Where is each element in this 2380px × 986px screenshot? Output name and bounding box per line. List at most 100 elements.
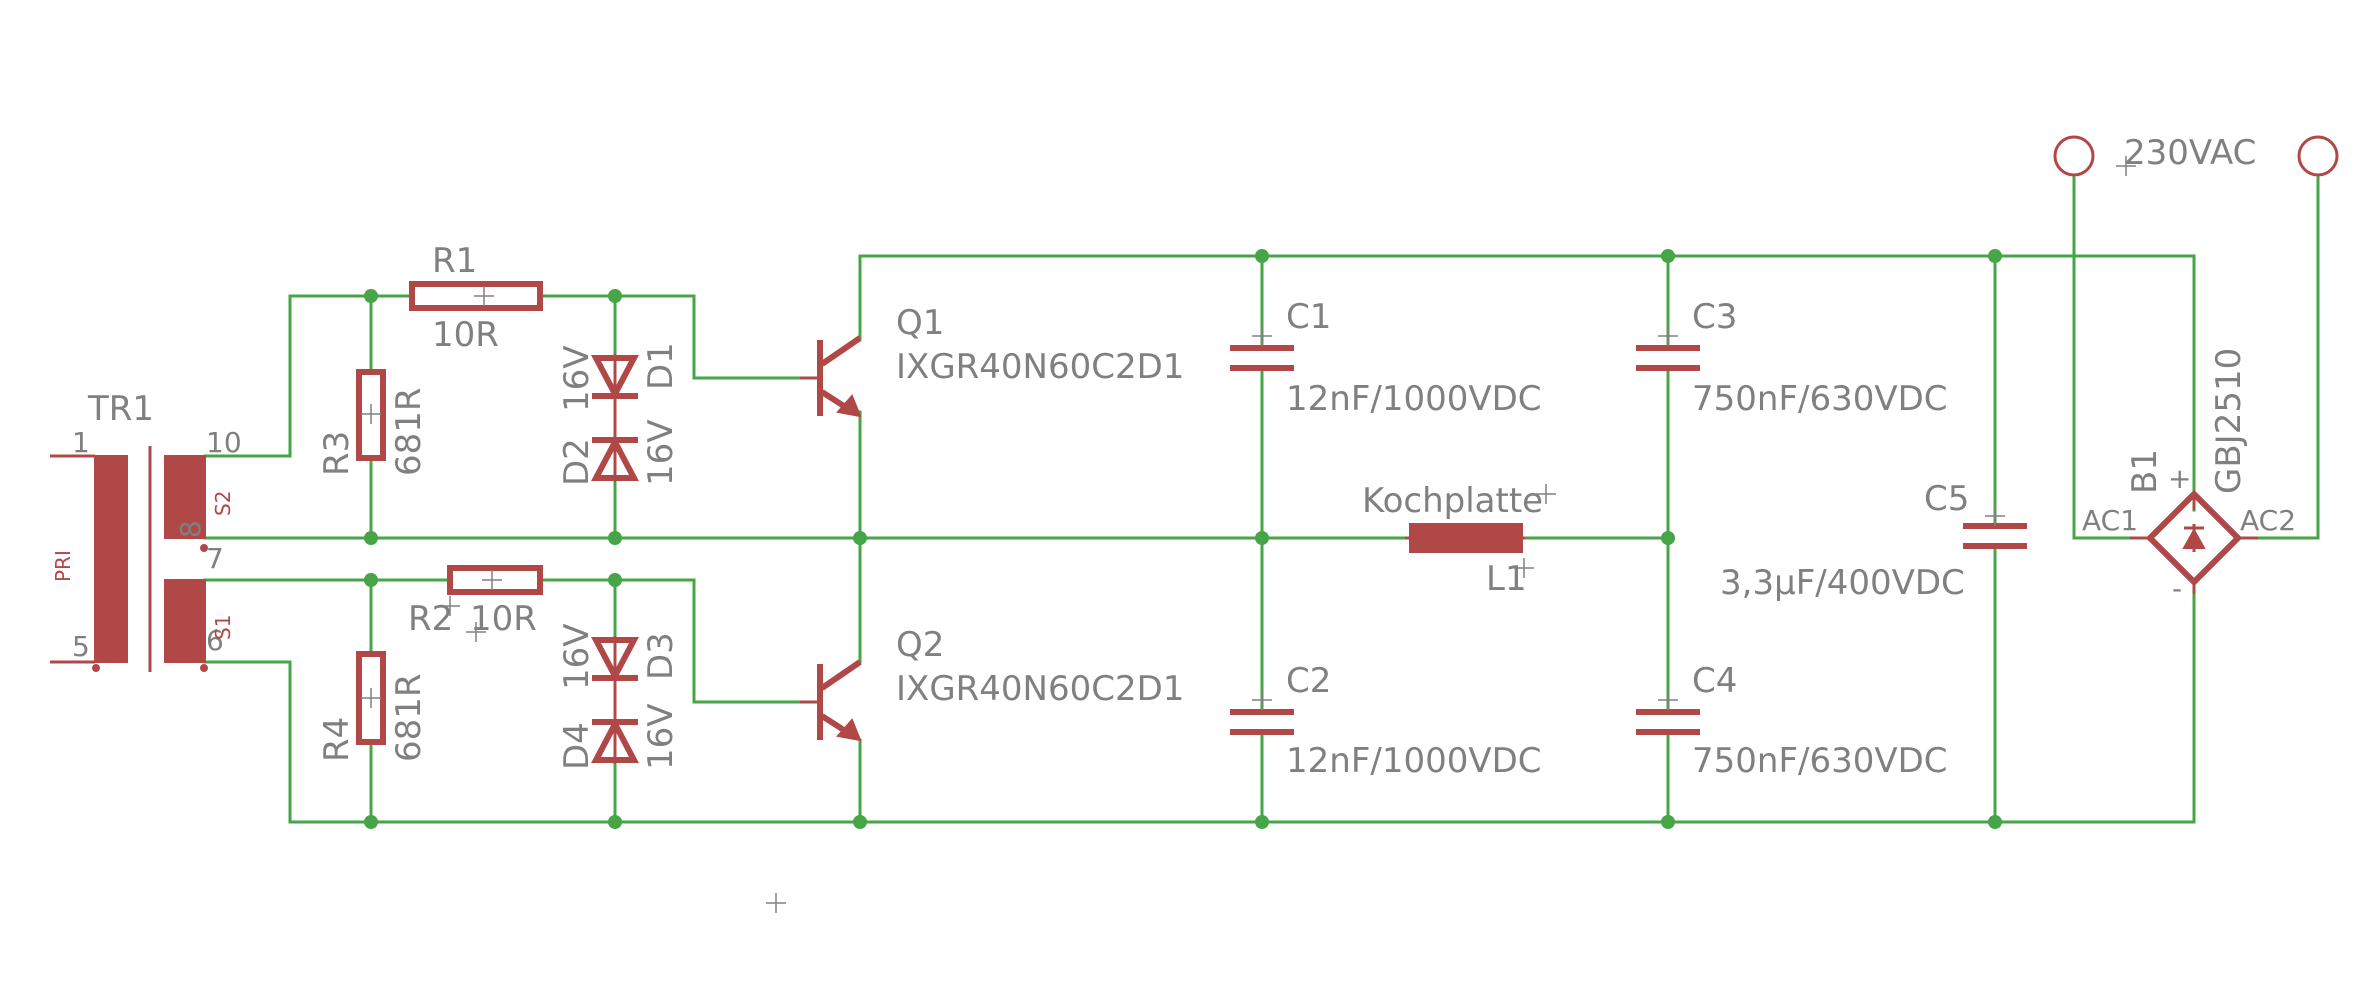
b1-minus-label: - xyxy=(2172,572,2182,605)
zener-d4: D4 16V xyxy=(557,700,681,770)
junction xyxy=(608,815,622,829)
junction xyxy=(853,815,867,829)
tr1-pin-10-label: 10 xyxy=(206,426,242,459)
wire-top-rail xyxy=(858,254,2196,512)
b1-plus-label: + xyxy=(2168,462,2191,495)
c5-value: 3,3µF/400VDC xyxy=(1720,563,1965,603)
tr1-pin-5-label: 5 xyxy=(72,630,90,663)
origin-marker xyxy=(766,893,786,913)
c4-value: 750nF/630VDC xyxy=(1692,741,1948,781)
b1-value: GBJ2510 xyxy=(2209,348,2249,494)
wire-s2-out xyxy=(203,294,414,458)
c1-value: 12nF/1000VDC xyxy=(1286,379,1542,419)
junction xyxy=(1661,815,1675,829)
r4-value: 681R xyxy=(389,673,429,762)
junction xyxy=(608,531,622,545)
tr1-secondary1-label: S1 xyxy=(211,615,235,640)
junctions xyxy=(364,249,2002,829)
junction xyxy=(1255,249,1269,263)
capacitor-c3: C3 750nF/630VDC xyxy=(1636,297,1948,419)
supply-terminal-left xyxy=(2053,135,2095,177)
tr1-secondary1-coil xyxy=(164,579,206,663)
transistor-q2: Q2 IXGR40N60C2D1 xyxy=(800,625,1184,742)
tr1-pin-8-label: 8 xyxy=(174,520,207,538)
wire-ac2 xyxy=(2256,174,2320,540)
junction xyxy=(1661,249,1675,263)
c5-name: C5 xyxy=(1924,479,1969,519)
tr1-primary-coil xyxy=(94,455,128,663)
supply-terminal-right xyxy=(2297,135,2339,177)
junction xyxy=(364,531,378,545)
supply-label: 230VAC xyxy=(2124,133,2256,173)
l1-coil xyxy=(1409,523,1523,553)
junction xyxy=(1661,531,1675,545)
tr1-secondary2-coil xyxy=(164,455,206,539)
q2-name: Q2 xyxy=(896,625,944,665)
d2-name: D2 xyxy=(557,438,597,486)
q2-value: IXGR40N60C2D1 xyxy=(896,669,1184,709)
wire-ac1 xyxy=(2072,174,2132,540)
tr1-polarity-dot xyxy=(200,544,208,552)
r3-value: 681R xyxy=(389,387,429,476)
inductor-l1: Kochplatte L1 xyxy=(1362,481,1556,599)
tr1-pin-6-label: 6 xyxy=(206,624,224,657)
tr1-name: TR1 xyxy=(87,389,154,429)
wires xyxy=(203,174,2320,824)
zener-d2: D2 16V xyxy=(557,418,681,486)
wire-s1-bottom xyxy=(203,660,292,824)
junction xyxy=(608,573,622,587)
c2-name: C2 xyxy=(1286,661,1331,701)
capacitor-c2: C2 12nF/1000VDC xyxy=(1230,661,1542,781)
junction xyxy=(364,289,378,303)
resistor-r4: R4 681R xyxy=(317,651,429,762)
d2-value: 16V xyxy=(641,419,681,486)
q1-value: IXGR40N60C2D1 xyxy=(896,347,1184,387)
b1-ac2-label: AC2 xyxy=(2240,504,2296,537)
tr1-primary-label: PRI xyxy=(51,550,75,582)
tr1-polarity-dot xyxy=(92,664,100,672)
junction xyxy=(1988,249,2002,263)
resistor-r3: R3 681R xyxy=(317,369,429,476)
wire-bottom-rail xyxy=(288,592,2196,824)
resistor-r2: R2 10R xyxy=(408,565,543,642)
r4-name: R4 xyxy=(317,717,357,762)
q1-name: Q1 xyxy=(896,303,944,343)
transformer-tr1: TR1 1 5 10 7 6 8 PRI S2 S1 xyxy=(50,389,242,672)
junction xyxy=(608,289,622,303)
tr1-pin-1-label: 1 xyxy=(72,426,90,459)
junction xyxy=(1988,815,2002,829)
r2-value: 10R xyxy=(470,599,537,639)
d1-value: 16V xyxy=(557,345,597,412)
r1-name: R1 xyxy=(432,241,477,281)
junction xyxy=(1255,531,1269,545)
c1-name: C1 xyxy=(1286,297,1331,337)
r1-value: 10R xyxy=(432,315,499,355)
d3-name: D3 xyxy=(641,632,681,680)
capacitor-c4: C4 750nF/630VDC xyxy=(1636,661,1948,781)
c3-name: C3 xyxy=(1692,297,1737,337)
junction xyxy=(1255,815,1269,829)
supply-terminals: 230VAC xyxy=(2053,133,2339,177)
tr1-pin-7-label: 7 xyxy=(206,542,224,575)
c2-value: 12nF/1000VDC xyxy=(1286,741,1542,781)
capacitor-c5: C5 3,3µF/400VDC xyxy=(1720,479,2027,603)
tr1-secondary2-label: S2 xyxy=(211,491,235,516)
junction xyxy=(364,815,378,829)
r3-name: R3 xyxy=(317,431,357,476)
d4-name: D4 xyxy=(557,722,597,770)
l1-value: Kochplatte xyxy=(1362,481,1543,521)
transistor-q1: Q1 IXGR40N60C2D1 xyxy=(800,303,1184,418)
bridge-rectifier-b1: B1 GBJ2510 AC1 AC2 + - xyxy=(2082,348,2296,605)
resistor-r1: R1 10R xyxy=(409,241,543,355)
l1-name: L1 xyxy=(1486,559,1527,599)
d1-name: D1 xyxy=(641,342,681,390)
tr1-polarity-dot xyxy=(200,664,208,672)
d4-value: 16V xyxy=(641,703,681,770)
b1-name: B1 xyxy=(2125,449,2165,494)
junction xyxy=(853,531,867,545)
b1-ac1-label: AC1 xyxy=(2082,504,2138,537)
junction xyxy=(364,573,378,587)
zener-d1: D1 16V xyxy=(557,342,681,418)
d3-value: 16V xyxy=(557,623,597,690)
